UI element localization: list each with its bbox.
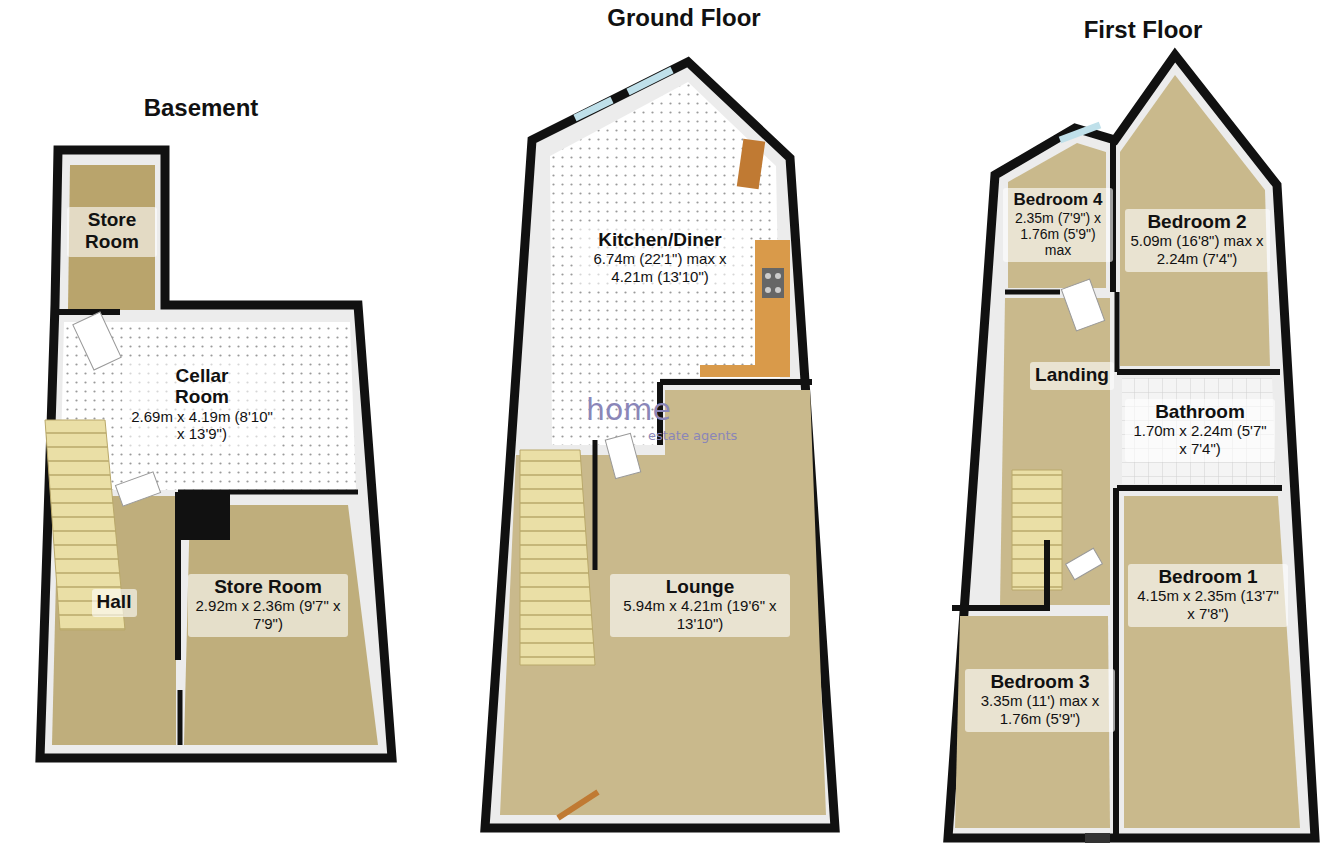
room: Kitchen/Diner6.74m (22'1") max x 4.21m (… [575, 227, 745, 290]
first-floor-plan [948, 55, 1315, 838]
basement-plan [40, 150, 392, 758]
room: Hall [92, 589, 137, 617]
floor-level: BasementStore RoomCellar Room2.69m x 4.1… [30, 88, 405, 773]
room-dimensions: 5.94m x 4.21m (19'6" x 13'10") [615, 597, 785, 632]
room-name: Store Room [193, 576, 343, 598]
watermark: estate agents [648, 428, 737, 443]
room: Lounge5.94m x 4.21m (19'6" x 13'10") [610, 574, 790, 637]
room-dimensions: 2.35m (7'9") x 1.76m (5'9") max [1008, 210, 1108, 258]
room-dimensions: 2.69m x 4.19m (8'10" x 13'9") [127, 408, 277, 443]
room-name: Landing [1034, 364, 1110, 386]
room: Bedroom 14.15m x 2.35m (13'7" x 7'8") [1128, 564, 1288, 627]
room-name: Cellar Room [157, 365, 247, 409]
room-name: Bedroom 4 [1008, 190, 1108, 210]
room: Store Room2.92m x 2.36m (9'7" x 7'9") [188, 574, 348, 637]
room-dimensions: 6.74m (22'1") max x 4.21m (13'10") [580, 250, 740, 285]
room-dimensions: 5.09m (16'8") max x 2.24m (7'4") [1130, 232, 1265, 267]
floor-heading: First Floor [1084, 16, 1203, 44]
room-dimensions: 3.35m (11') max x 1.76m (5'9") [970, 692, 1110, 727]
room-name: Bathroom [1130, 401, 1270, 423]
room: Cellar Room2.69m x 4.19m (8'10" x 13'9") [122, 363, 282, 448]
room-name: Kitchen/Diner [579, 229, 741, 251]
room-dimensions: 4.15m x 2.35m (13'7" x 7'8") [1133, 587, 1283, 622]
room: Bedroom 25.09m (16'8") max x 2.24m (7'4"… [1125, 209, 1270, 272]
watermark: home [586, 392, 671, 427]
room-name: Store Room [72, 209, 152, 253]
room-name: Lounge [615, 576, 785, 598]
room-name: Bedroom 1 [1133, 566, 1283, 588]
floor-level: First FloorBedroom 42.35m (7'9") x 1.76m… [940, 8, 1325, 848]
floor-heading: Ground Floor [607, 4, 760, 32]
ground-floor-plan [485, 62, 835, 828]
room-dimensions: 2.92m x 2.36m (9'7" x 7'9") [193, 597, 343, 632]
room: Store Room [67, 207, 157, 257]
room-name: Bedroom 3 [970, 671, 1110, 693]
room: Bedroom 33.35m (11') max x 1.76m (5'9") [965, 669, 1115, 732]
room: Landing [1030, 362, 1114, 390]
room-name: Bedroom 2 [1129, 211, 1266, 233]
room-dimensions: 1.70m x 2.24m (5'7" x 7'4") [1130, 422, 1270, 457]
room: Bedroom 42.35m (7'9") x 1.76m (5'9") max [1003, 188, 1113, 262]
room-name: Hall [96, 591, 133, 613]
room: Bathroom1.70m x 2.24m (5'7" x 7'4") [1125, 399, 1275, 462]
floor-heading: Basement [144, 94, 259, 122]
